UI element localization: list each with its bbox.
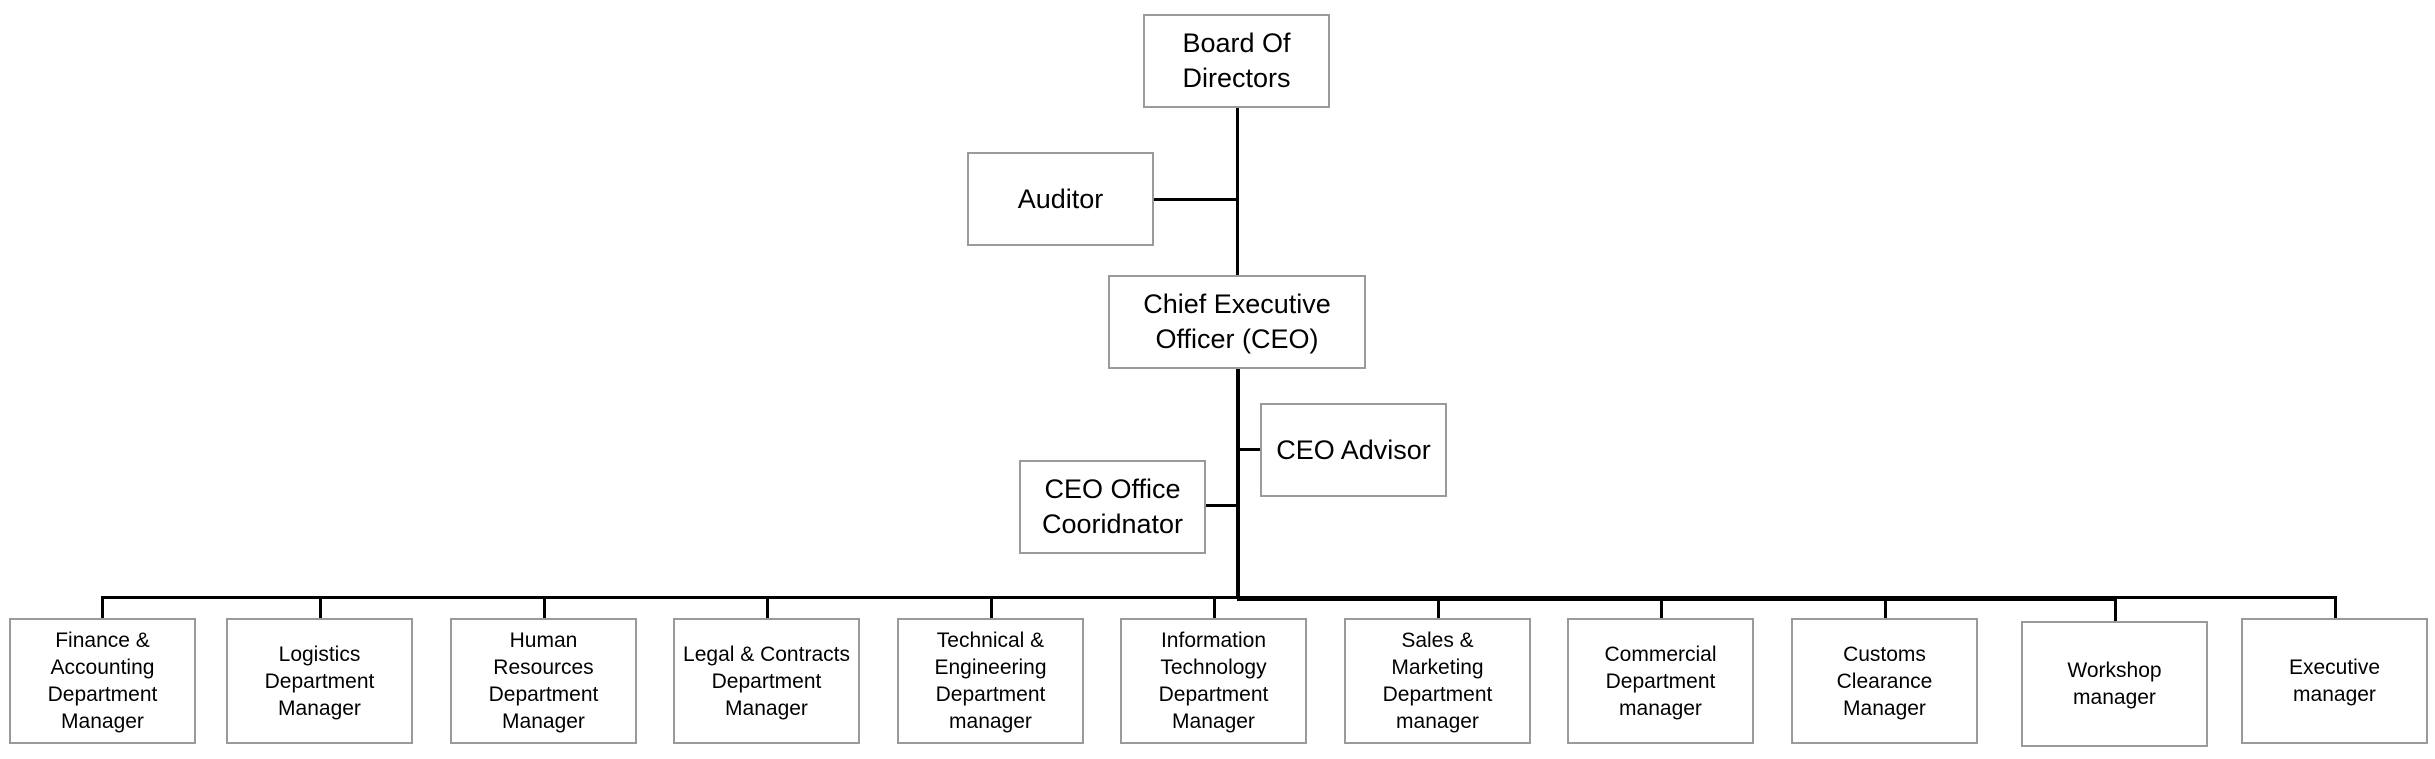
department-bus-line — [101, 596, 2337, 599]
department-box: Logistics Department Manager — [226, 618, 413, 744]
ceo-office-coordinator-box: CEO Office Cooridnator — [1019, 460, 1206, 554]
department-label: Information Technology Department Manage… — [1158, 629, 1269, 733]
department-drop-line — [543, 596, 546, 620]
department-drop-line — [1884, 596, 1887, 620]
department-label: Finance & Accounting Department Manager — [47, 629, 158, 733]
board-of-directors-box: Board Of Directors — [1143, 14, 1330, 108]
department-label: Customs Clearance Manager — [1836, 642, 1933, 720]
ceo-advisor-label: CEO Advisor — [1276, 434, 1431, 465]
department-label: Logistics Department Manager — [264, 642, 375, 720]
department-drop-line — [1213, 596, 1216, 620]
ceo-to-departments-line — [1236, 368, 1240, 598]
department-box: Executive manager — [2241, 618, 2428, 744]
department-box: Legal & Contracts Department Manager — [673, 618, 860, 744]
department-label: Sales & Marketing Department manager — [1382, 629, 1493, 733]
department-box: Information Technology Department Manage… — [1120, 618, 1307, 744]
auditor-label: Auditor — [1017, 183, 1104, 214]
department-drop-line — [990, 596, 993, 620]
board-of-directors-label: Board Of Directors — [1182, 28, 1291, 93]
department-drop-line — [1437, 596, 1440, 620]
ceo-advisor-box: CEO Advisor — [1260, 403, 1447, 497]
department-box: Customs Clearance Manager — [1791, 618, 1978, 744]
department-label: Technical & Engineering Department manag… — [934, 629, 1047, 733]
auditor-connector-line — [1154, 198, 1238, 201]
ceo-office-coordinator-connector-line — [1204, 504, 1238, 507]
department-drop-line — [2334, 596, 2337, 620]
department-box: Workshop manager — [2021, 621, 2208, 747]
auditor-box: Auditor — [967, 152, 1154, 246]
department-label: Commercial Department manager — [1604, 642, 1717, 720]
department-label: Human Resources Department Manager — [488, 629, 599, 733]
ceo-label: Chief Executive Officer (CEO) — [1143, 289, 1331, 354]
ceo-office-coordinator-label: CEO Office Cooridnator — [1041, 474, 1184, 539]
department-drop-line — [1660, 596, 1663, 620]
department-label: Executive manager — [2288, 656, 2381, 706]
department-drop-line — [766, 596, 769, 620]
department-box: Sales & Marketing Department manager — [1344, 618, 1531, 744]
ceo-advisor-connector-line — [1238, 448, 1262, 451]
department-bus-line-bold — [1237, 599, 2117, 601]
department-label: Workshop manager — [2067, 659, 2162, 709]
department-box: Finance & Accounting Department Manager — [9, 618, 196, 744]
department-box: Commercial Department manager — [1567, 618, 1754, 744]
department-drop-line — [101, 596, 104, 620]
department-box: Human Resources Department Manager — [450, 618, 637, 744]
department-drop-line — [2114, 596, 2117, 623]
department-drop-line — [319, 596, 322, 620]
ceo-box: Chief Executive Officer (CEO) — [1108, 275, 1366, 369]
board-to-ceo-line — [1236, 107, 1239, 277]
department-label: Legal & Contracts Department Manager — [683, 642, 850, 720]
department-box: Technical & Engineering Department manag… — [897, 618, 1084, 744]
